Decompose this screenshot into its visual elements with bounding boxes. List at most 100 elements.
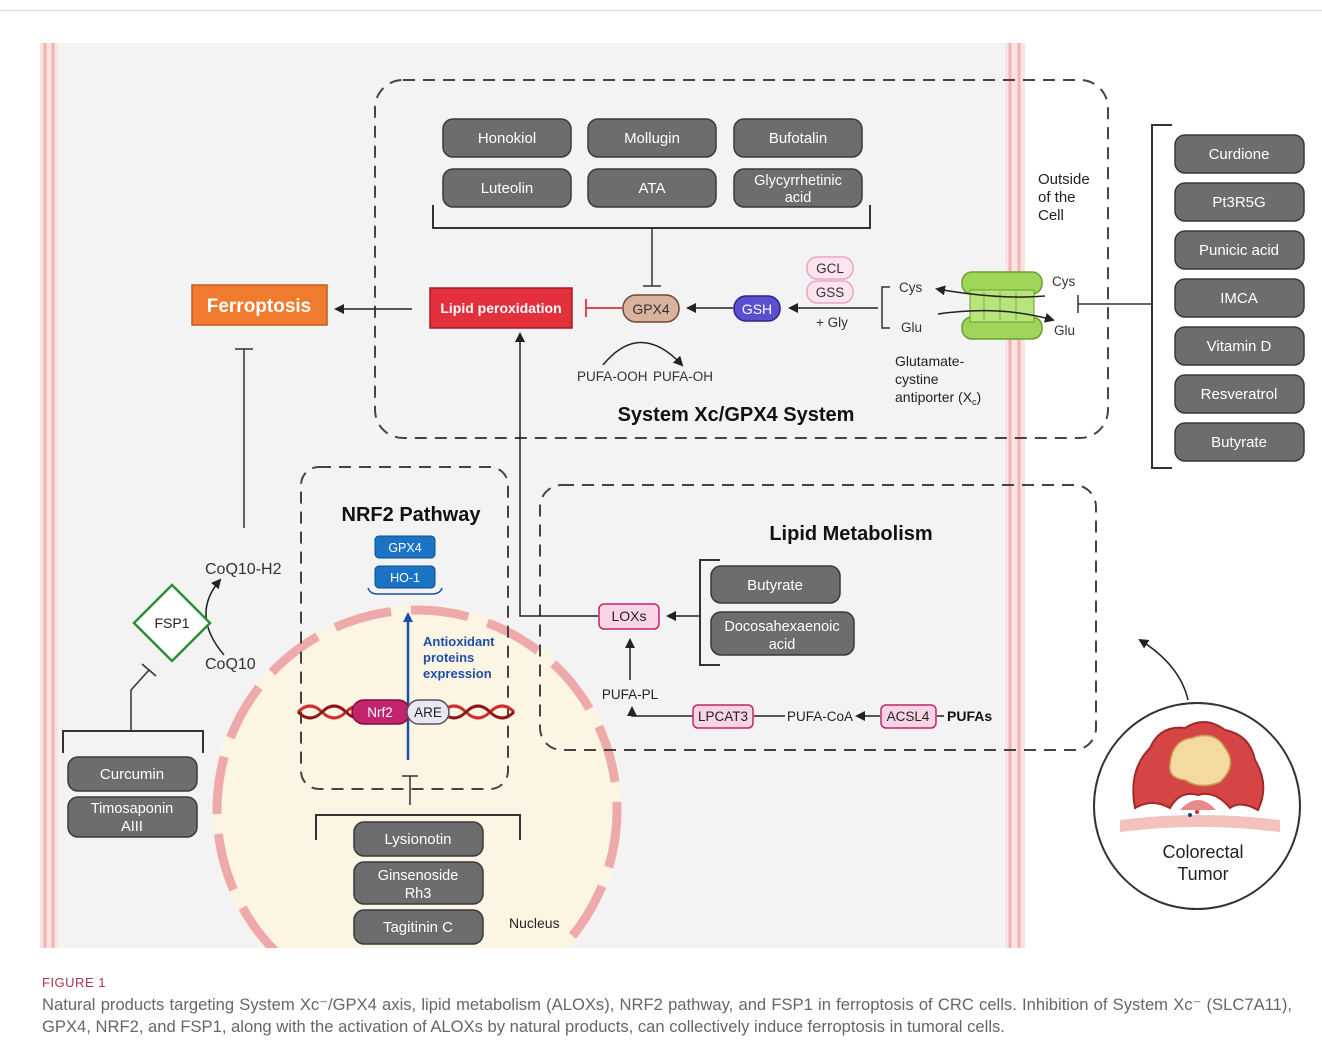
top-rule <box>0 10 1322 11</box>
pufa-ooh-label: PUFA-OOH <box>577 369 648 384</box>
gpx4-blue-label: GPX4 <box>388 541 421 555</box>
antiox-label-2: proteins <box>423 650 474 665</box>
ferroptosis-box <box>191 284 328 326</box>
gpx4-node <box>622 294 680 323</box>
drug-dha-acid: acid <box>769 637 796 653</box>
pufa-coa-label: PUFA-CoA <box>787 709 853 724</box>
are-node <box>406 699 450 725</box>
nucleus-bracket <box>315 814 521 840</box>
system-xc-title: System Xc/GPX4 System <box>618 404 855 426</box>
drug-curdione: Curdione <box>1209 146 1270 163</box>
ferroptosis-diagram: Honokiol Mollugin Bufotalin Luteolin ATA… <box>40 43 1305 948</box>
gss-label: GSS <box>816 285 845 300</box>
drug-vitamin-d: Vitamin D <box>1207 338 1272 355</box>
lpcat3-label: LPCAT3 <box>698 709 748 724</box>
drug-ginsenoside-rh3: Rh3 <box>405 886 432 902</box>
gpx4-blue-box <box>374 535 436 559</box>
tumor-illustration <box>1120 721 1280 832</box>
drug-ginsenoside: Ginsenoside <box>378 868 459 884</box>
ho1-box <box>374 565 436 589</box>
drug-honokiol: Honokiol <box>478 130 536 147</box>
drug-timosaponin-aiii: AIII <box>121 819 143 835</box>
tumor-arrow <box>1138 638 1189 701</box>
glutamate-cystine-antiporter <box>961 271 1043 340</box>
acsl4-node <box>880 704 937 729</box>
ho1-label: HO-1 <box>390 571 420 585</box>
drug-butyrate-lipid: Butyrate <box>747 577 803 594</box>
pufas-label: PUFAs <box>947 708 992 724</box>
acsl4-label: ACSL4 <box>887 709 930 724</box>
drug-ata: ATA <box>639 180 666 197</box>
gly-label: + Gly <box>816 315 848 330</box>
drug-bufotalin: Bufotalin <box>769 130 827 147</box>
lipid-peroxidation-box <box>429 287 573 329</box>
drug-glycyrrhetinic-acid: acid <box>785 190 812 206</box>
cys-outer-label: Cys <box>1052 274 1075 289</box>
right-membrane <box>1005 43 1025 948</box>
gss-node <box>806 280 854 304</box>
figure-caption-text: Natural products targeting System Xc⁻/GP… <box>42 995 1292 1036</box>
left-membrane <box>40 43 58 948</box>
fsp1-bracket <box>62 730 204 753</box>
gcl-label: GCL <box>816 261 844 276</box>
gpx4-label: GPX4 <box>632 301 670 317</box>
drug-curcumin: Curcumin <box>100 766 164 783</box>
antiporter-label-3: antiporter (Xc) <box>895 389 981 407</box>
outside-label-2: of the <box>1038 189 1076 206</box>
drug-imca: IMCA <box>1220 290 1258 307</box>
figure-caption: FIGURE 1 Natural products targeting Syst… <box>42 975 1292 1038</box>
nrf2-label: Nrf2 <box>367 705 393 720</box>
nrf2-region <box>300 466 509 790</box>
drug-timosaponin: Timosaponin <box>91 801 173 817</box>
ferroptosis-label: Ferroptosis <box>207 296 312 317</box>
antiox-label-1: Antioxidant <box>423 634 495 649</box>
top-drug-group: Honokiol Mollugin Bufotalin Luteolin ATA… <box>442 118 863 208</box>
glu-outer-label: Glu <box>1054 323 1075 338</box>
nucleus-label: Nucleus <box>509 915 560 931</box>
system-xc-region <box>374 79 1109 439</box>
fsp1-node <box>132 583 212 663</box>
coq10h2-label: CoQ10-H2 <box>205 561 282 578</box>
nucleus-drug-group: Lysionotin Ginsenoside Rh3 Tagitinin C <box>353 821 484 945</box>
coq10-arrow <box>205 578 225 656</box>
drug-glycyrrhetinic: Glycyrrhetinic <box>754 173 842 189</box>
loxs-label: LOXs <box>611 608 646 624</box>
antiox-label-3: expression <box>423 666 492 681</box>
tumor-label-1: Colorectal <box>1162 842 1243 862</box>
drug-tagitinin-c: Tagitinin C <box>383 919 453 936</box>
glu-inner-label: Glu <box>901 320 922 335</box>
outside-label-1: Outside <box>1038 171 1090 188</box>
antiporter-label-2: cystine <box>895 371 939 387</box>
antiporter-label-1: Glutamate- <box>895 353 965 369</box>
right-bracket <box>1151 124 1172 469</box>
lipid-bracket <box>699 559 720 666</box>
tumor-label-2: Tumor <box>1177 864 1228 884</box>
drug-pt3r5g: Pt3R5G <box>1212 194 1265 211</box>
lipid-peroxidation-label: Lipid peroxidation <box>440 300 561 316</box>
drug-mollugin: Mollugin <box>624 130 680 147</box>
drug-luteolin: Luteolin <box>481 180 534 197</box>
drug-punicic-acid: Punicic acid <box>1199 242 1279 259</box>
pufa-pl-label: PUFA-PL <box>602 687 659 702</box>
coq10-label: CoQ10 <box>205 656 256 673</box>
fsp1-drug-group: Curcumin Timosaponin AIII <box>67 756 198 838</box>
drug-butyrate-right: Butyrate <box>1211 434 1267 451</box>
gcl-node <box>806 256 854 280</box>
pufa-conversion-arrow <box>602 341 684 367</box>
lipid-metabolism-title: Lipid Metabolism <box>769 523 932 545</box>
outside-label-3: Cell <box>1038 207 1064 224</box>
drug-resveratrol: Resveratrol <box>1201 386 1278 403</box>
drug-lysionotin: Lysionotin <box>385 831 452 848</box>
lpcat3-node <box>692 704 754 729</box>
right-drug-group: Curdione Pt3R5G Punicic acid IMCA Vitami… <box>1174 134 1305 462</box>
pufa-oh-label: PUFA-OH <box>653 369 713 384</box>
cys-inner-label: Cys <box>899 280 922 295</box>
loxs-to-perox-arrow <box>515 332 598 617</box>
gsh-label: GSH <box>742 301 772 317</box>
loxs-node <box>598 603 660 630</box>
fsp1-label: FSP1 <box>154 615 189 631</box>
figure-label: FIGURE 1 <box>42 975 106 990</box>
are-label: ARE <box>414 705 442 720</box>
gsh-node <box>733 295 781 322</box>
lipid-drug-group: Butyrate Docosahexaenoic acid <box>710 565 855 656</box>
